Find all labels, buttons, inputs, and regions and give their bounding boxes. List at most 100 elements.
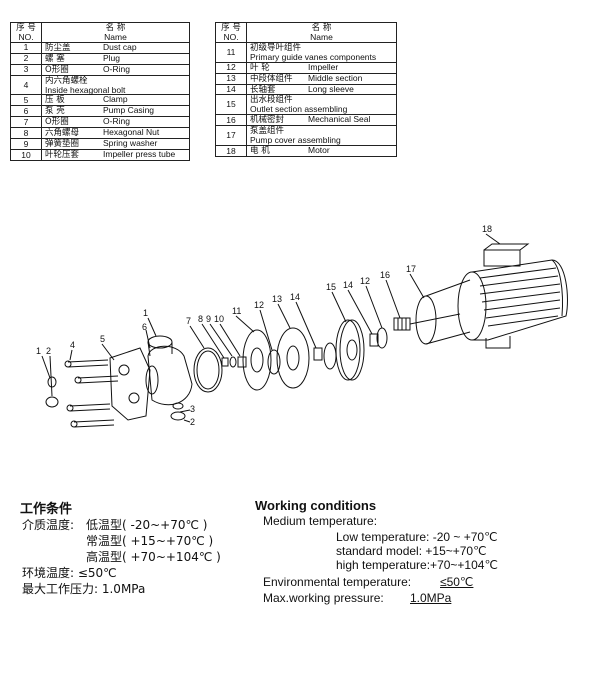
callout-2-bottom: 2 bbox=[190, 417, 195, 427]
part-name-cn: 机械密封 bbox=[250, 115, 285, 126]
part-name-cell: 长轴套 Long sleeve bbox=[246, 83, 397, 96]
terminal-box-shape bbox=[483, 249, 521, 267]
header-no-en: NO. bbox=[223, 31, 239, 42]
callout-15: 15 bbox=[326, 282, 336, 292]
part-name-cn: 弹簧垫圈 bbox=[45, 139, 80, 150]
part-name-en: Dust cap bbox=[103, 41, 137, 52]
part-number: 6 bbox=[10, 105, 42, 118]
part-name-en: Pump cover assembling bbox=[250, 135, 341, 146]
part-name-en: Pump Casing bbox=[103, 105, 155, 116]
callout-2-left: 2 bbox=[46, 346, 51, 356]
callout-10: 10 bbox=[214, 314, 224, 324]
header-name-en: Name bbox=[310, 31, 333, 42]
part-name-cn: 防尘盖 bbox=[45, 42, 71, 53]
conditions-en-pressure-label: Max.working pressure: bbox=[263, 591, 384, 605]
header-name-cn: 名 称 bbox=[105, 23, 126, 33]
header-no-cn: 序 号 bbox=[221, 23, 241, 33]
part-name-cn: 中段体组件 bbox=[250, 73, 293, 84]
part-number: 18 bbox=[215, 145, 247, 157]
part-name-cn: 长轴套 bbox=[250, 84, 276, 95]
part-name-cn: 泵盖组件 bbox=[250, 126, 285, 137]
o-ring-7-shape bbox=[193, 347, 223, 393]
impeller-press-tube-shape bbox=[237, 356, 247, 368]
part-number: 13 bbox=[215, 72, 247, 85]
conditions-en-medium-label: Medium temperature: bbox=[263, 514, 378, 528]
part-number: 10 bbox=[10, 149, 42, 161]
header-name-cn: 名 称 bbox=[311, 23, 332, 33]
callout-5: 5 bbox=[100, 334, 105, 344]
plug-left-shape bbox=[47, 376, 57, 388]
part-name-en: Inside hexagonal bolt bbox=[45, 84, 126, 95]
part-name-cell: 螺 塞 Plug bbox=[41, 52, 190, 65]
callout-18: 18 bbox=[482, 224, 492, 234]
hexagonal-nut-shape bbox=[221, 357, 229, 367]
part-name-en: Long sleeve bbox=[308, 83, 354, 94]
spring-washer-shape bbox=[229, 356, 237, 368]
part-number: 9 bbox=[10, 138, 42, 151]
callout-14-second: 14 bbox=[343, 280, 353, 290]
conditions-cn-env: 环境温度: ≤50℃ bbox=[22, 566, 117, 580]
dust-cap-left-shape bbox=[45, 396, 59, 408]
part-name-cn: 叶轮压套 bbox=[45, 150, 80, 161]
part-name-cn: 电 机 bbox=[250, 146, 270, 157]
part-name-en: Plug bbox=[103, 52, 121, 63]
part-name-cell: 机械密封 Mechanical Seal bbox=[246, 114, 397, 127]
outlet-section-shape bbox=[339, 319, 365, 381]
part-number: 14 bbox=[215, 83, 247, 96]
conditions-cn-pressure: 最大工作压力: 1.0MPa bbox=[22, 582, 146, 596]
conditions-cn-high: 高温型( +70~+104℃ ) bbox=[86, 550, 221, 564]
conditions-cn-low: 低温型( -20~+70℃ ) bbox=[86, 518, 208, 532]
conditions-cn-title: 工作条件 bbox=[20, 502, 73, 517]
part-name-cn: 出水段组件 bbox=[250, 95, 293, 106]
callout-3-bottom: 3 bbox=[190, 404, 195, 414]
part-name-en: Mechanical Seal bbox=[308, 114, 371, 125]
long-sleeve-shape bbox=[313, 347, 323, 361]
middle-section-shape bbox=[276, 327, 310, 389]
part-name-en: Motor bbox=[308, 145, 330, 156]
part-number: 11 bbox=[215, 41, 247, 63]
callout-13: 13 bbox=[272, 294, 282, 304]
conditions-en-title: Working conditions bbox=[255, 498, 377, 513]
callout-1-top: 1 bbox=[143, 308, 148, 318]
part-name-en: Middle section bbox=[308, 72, 363, 83]
inside-hexagonal-bolts bbox=[64, 359, 119, 428]
o-ring-bottom-shape bbox=[170, 411, 186, 421]
conditions-cn-medium-label: 介质温度: bbox=[22, 518, 75, 532]
conditions-en-env-value: ≤50℃ bbox=[440, 575, 474, 589]
part-name-en: Primary guide vanes components bbox=[250, 51, 377, 62]
conditions-en-low: Low temperature: -20 ~ +70℃ bbox=[336, 530, 498, 544]
part-name-en: Outlet section assembling bbox=[250, 104, 348, 115]
part-name-cn: O形圈 bbox=[45, 117, 69, 128]
callout-17: 17 bbox=[406, 264, 416, 274]
part-name-cn: 叶 轮 bbox=[250, 62, 270, 73]
part-name-cn: 内六角螺栓 bbox=[45, 75, 88, 86]
part-name-cn: 螺 塞 bbox=[45, 53, 65, 64]
callout-16: 16 bbox=[380, 270, 390, 280]
impeller-shape bbox=[267, 349, 281, 375]
clamp-shape bbox=[109, 347, 151, 421]
part-name-en: Impeller bbox=[308, 61, 339, 72]
part-name-cell: 叶 轮 Impeller bbox=[246, 61, 397, 74]
pump-casing-shape bbox=[147, 345, 193, 406]
